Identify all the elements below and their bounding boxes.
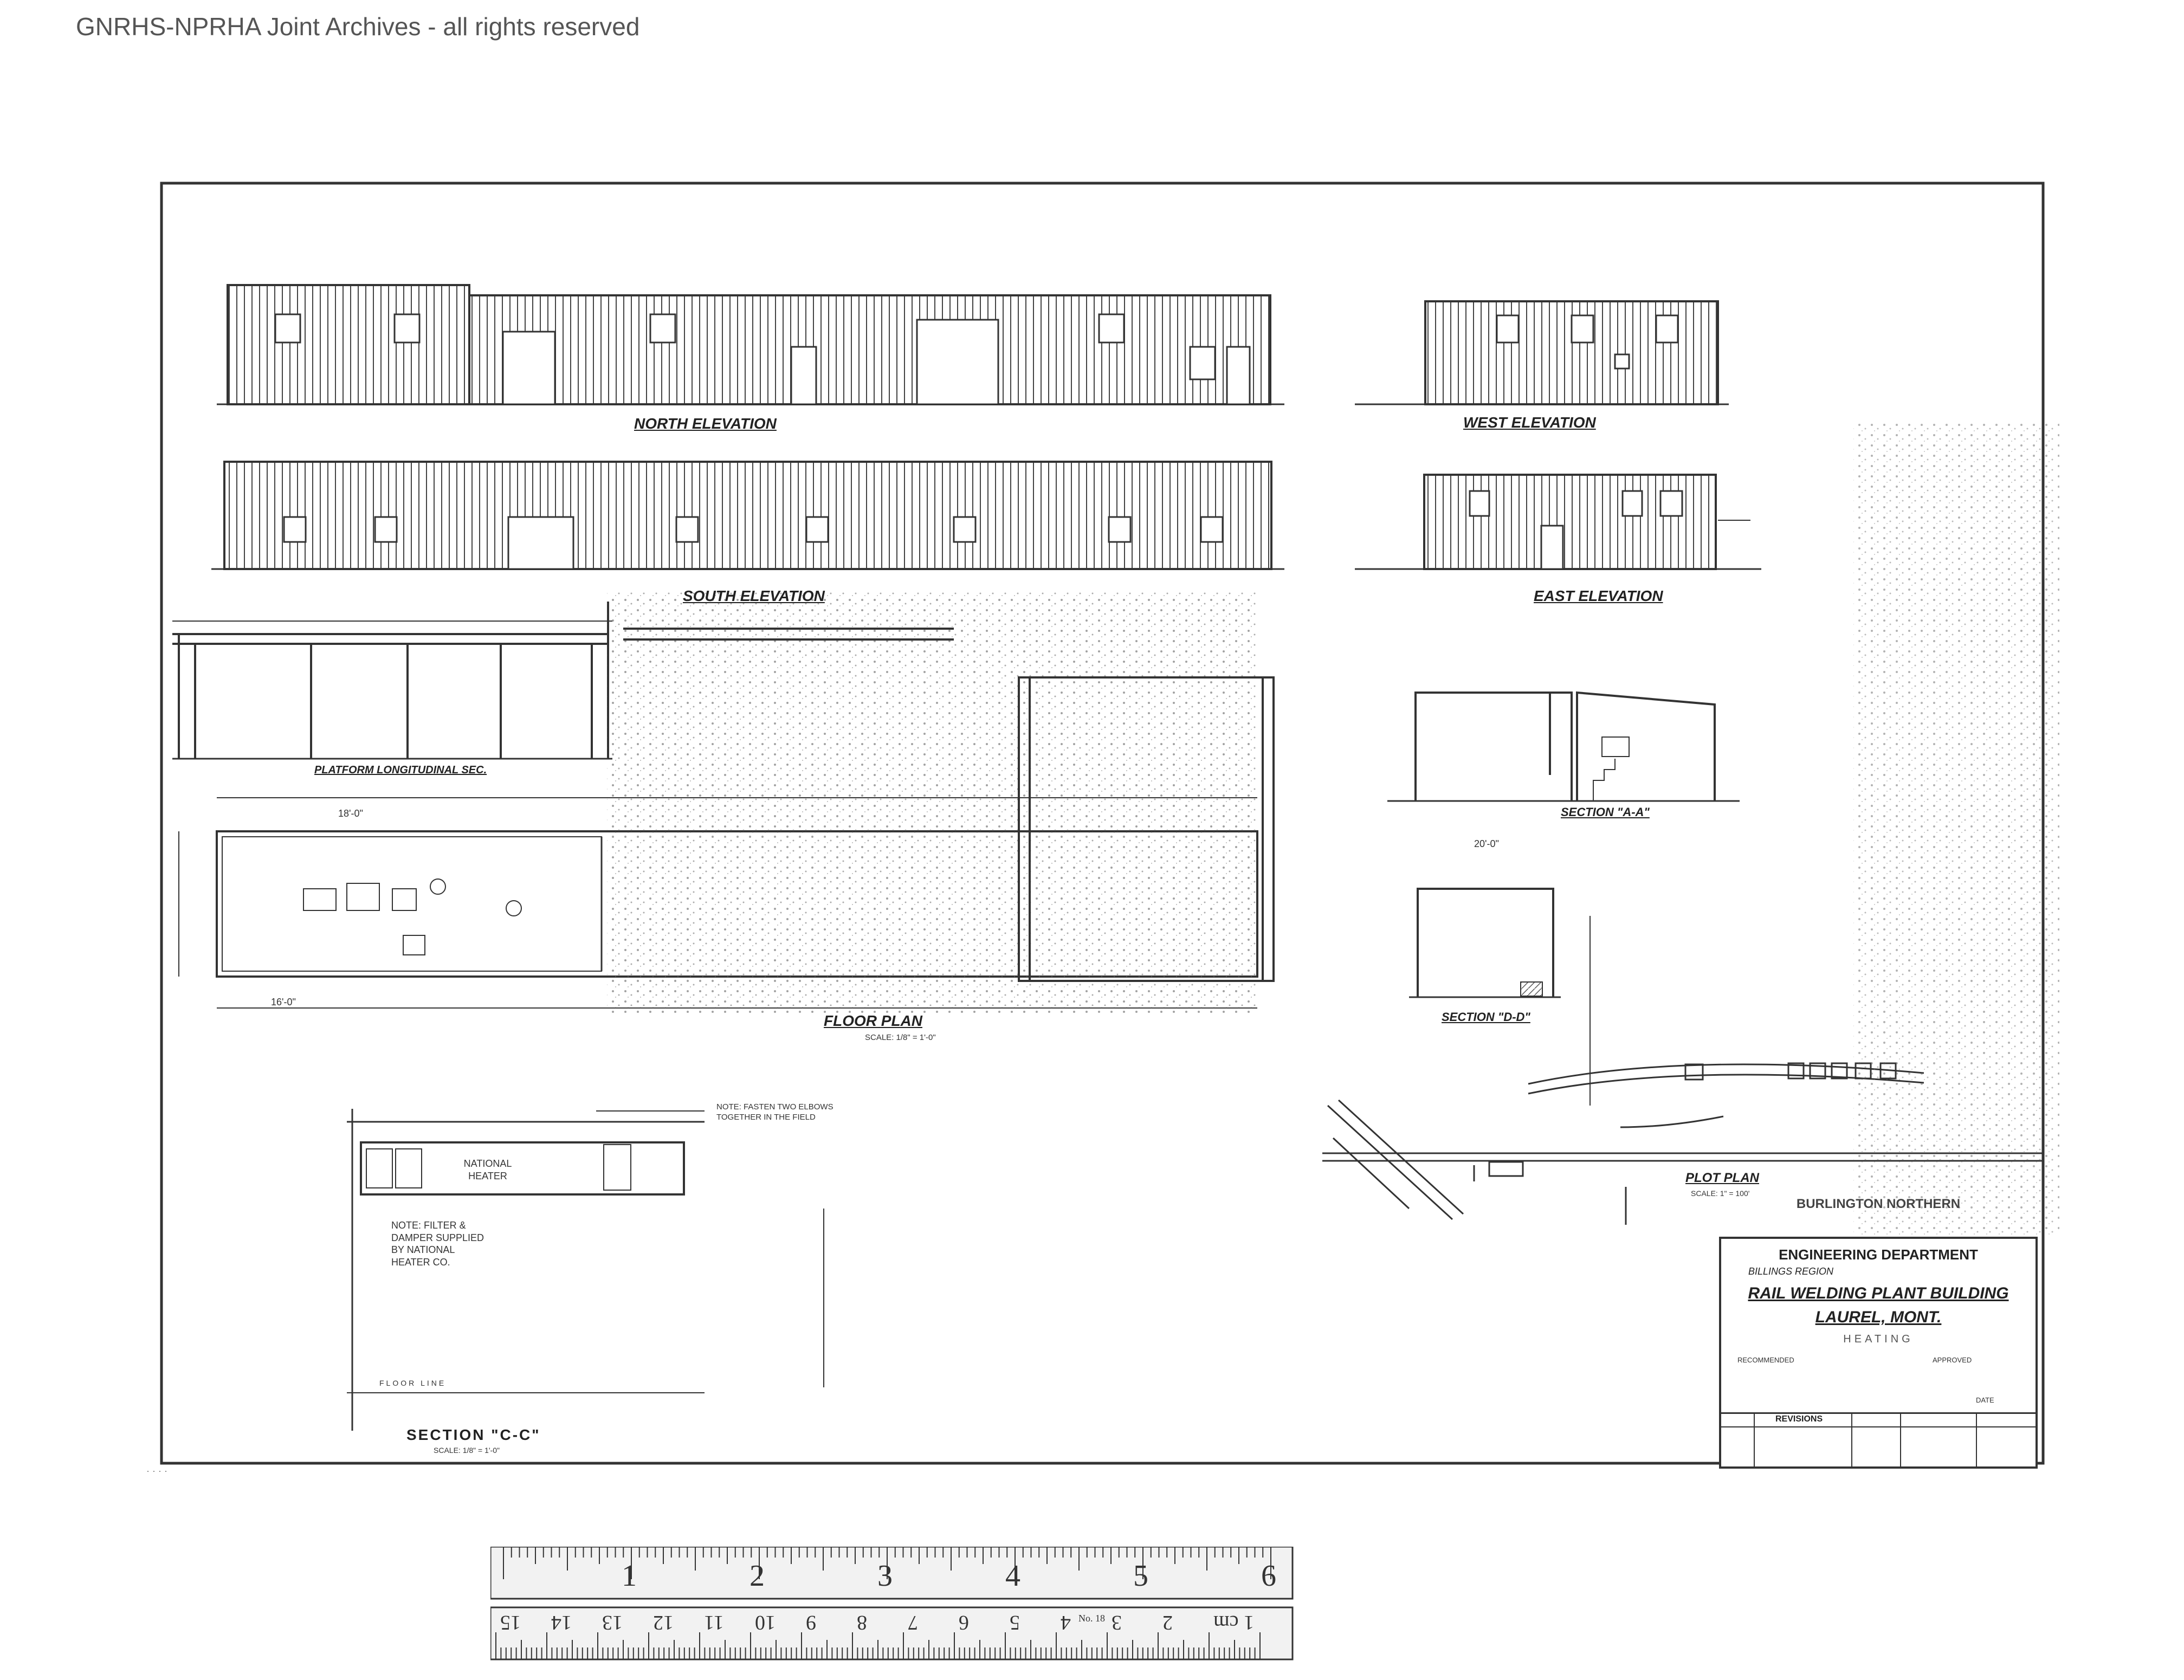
- ruler-inch-number: 4: [1005, 1559, 1020, 1593]
- title-company: BURLINGTON NORTHERN: [1796, 1197, 1961, 1211]
- west-elevation-label: WEST ELEVATION: [1463, 414, 1596, 431]
- north-elevation-drawing: [217, 284, 1284, 405]
- ruler-cm-number: 6: [959, 1611, 969, 1634]
- section-aa-label: SECTION "A-A": [1561, 805, 1650, 819]
- ruler-cm-number: 10: [755, 1611, 776, 1634]
- rolling-mill-building-outline: [623, 628, 1275, 982]
- ruler-label: No. 18: [1078, 1613, 1105, 1624]
- title-department: ENGINEERING DEPARTMENT: [1779, 1246, 1978, 1263]
- ruler-cm-number: 8: [857, 1611, 867, 1634]
- floor-plan-label: FLOOR PLAN: [824, 1012, 922, 1029]
- ruler-cm-number: 1 cm: [1213, 1611, 1254, 1634]
- ruler-inch-number: 6: [1261, 1559, 1276, 1593]
- scale-rulers: [490, 1547, 1294, 1660]
- section-cc-label: SECTION "C-C": [406, 1426, 541, 1443]
- section-dd-label: SECTION "D-D": [1442, 1010, 1530, 1024]
- platform-section-drawing: [172, 602, 612, 760]
- east-elevation-drawing: [1355, 474, 1761, 570]
- title-approved: APPROVED: [1933, 1356, 1972, 1364]
- ruler-inch-number: 1: [622, 1559, 637, 1593]
- ruler-cm-number: 2: [1162, 1611, 1173, 1634]
- national-heater-note: NATIONAL HEATER: [463, 1158, 512, 1181]
- damaged-area: [607, 591, 1257, 1013]
- title-revisions: REVISIONS: [1775, 1414, 1823, 1424]
- ruler-cm-number: 14: [551, 1611, 572, 1634]
- damaged-area-right: [1853, 423, 2059, 1236]
- section-cc-drawing: [347, 1109, 824, 1431]
- floor-line-label: FLOOR LINE: [379, 1379, 447, 1387]
- south-elevation-label: SOUTH ELEVATION: [683, 587, 825, 604]
- ruler-inch-number: 2: [749, 1559, 765, 1593]
- title-location: LAUREL, MONT.: [1815, 1308, 1942, 1326]
- section-cc-scale: SCALE: 1/8" = 1'-0": [434, 1446, 500, 1455]
- ruler-inch-number: 5: [1133, 1559, 1148, 1593]
- plot-plan-scale: SCALE: 1" = 100': [1691, 1189, 1750, 1198]
- ruler-cm-number: 4: [1061, 1611, 1071, 1634]
- platform-section-label: PLATFORM LONGITUDINAL SEC.: [314, 764, 487, 776]
- elbow-note: NOTE: FASTEN TWO ELBOWS TOGETHER IN THE …: [716, 1102, 833, 1122]
- filter-damper-note: NOTE: FILTER & DAMPER SUPPLIED BY NATION…: [391, 1220, 484, 1268]
- archive-watermark: GNRHS-NPRHA Joint Archives - all rights …: [76, 12, 640, 41]
- ruler-cm-number: 9: [806, 1611, 816, 1634]
- title-recommended: RECOMMENDED: [1737, 1356, 1794, 1364]
- dim-east-wall: 20'-0": [1474, 838, 1499, 849]
- ruler-cm-number: 11: [704, 1611, 724, 1634]
- title-date: DATE: [1976, 1396, 1994, 1404]
- section-aa-drawing: [1387, 691, 1740, 802]
- title-project: RAIL WELDING PLANT BUILDING: [1748, 1284, 2009, 1302]
- ruler-cm-number: 13: [602, 1611, 623, 1634]
- dim-west-wall: 16'-0": [271, 997, 296, 1007]
- title-block: BURLINGTON NORTHERN ENGINEERING DEPARTME…: [1719, 1197, 2038, 1469]
- title-region: BILLINGS REGION: [1748, 1266, 1834, 1277]
- ruler-cm-number: 15: [500, 1611, 521, 1634]
- ruler-inch-number: 3: [877, 1559, 893, 1593]
- floor-plan-scale: SCALE: 1/8" = 1'-0": [865, 1033, 936, 1042]
- ruler-cm-number: 5: [1010, 1611, 1020, 1634]
- ruler-cm-number: 3: [1112, 1611, 1122, 1634]
- plot-plan-label: PLOT PLAN: [1685, 1171, 1759, 1185]
- north-elevation-label: NORTH ELEVATION: [634, 415, 777, 432]
- drawing-number-stamp: · · · ·: [146, 1465, 167, 1476]
- west-elevation-drawing: [1355, 300, 1729, 405]
- ruler-cm-number: 12: [653, 1611, 674, 1634]
- dim-plan: 18'-0": [338, 808, 363, 819]
- title-subject: HEATING: [1843, 1333, 1914, 1345]
- section-dd-drawing: [1409, 888, 1561, 998]
- ruler-cm-number: 7: [908, 1611, 918, 1634]
- east-elevation-label: EAST ELEVATION: [1534, 587, 1663, 604]
- south-elevation-drawing: [211, 461, 1284, 570]
